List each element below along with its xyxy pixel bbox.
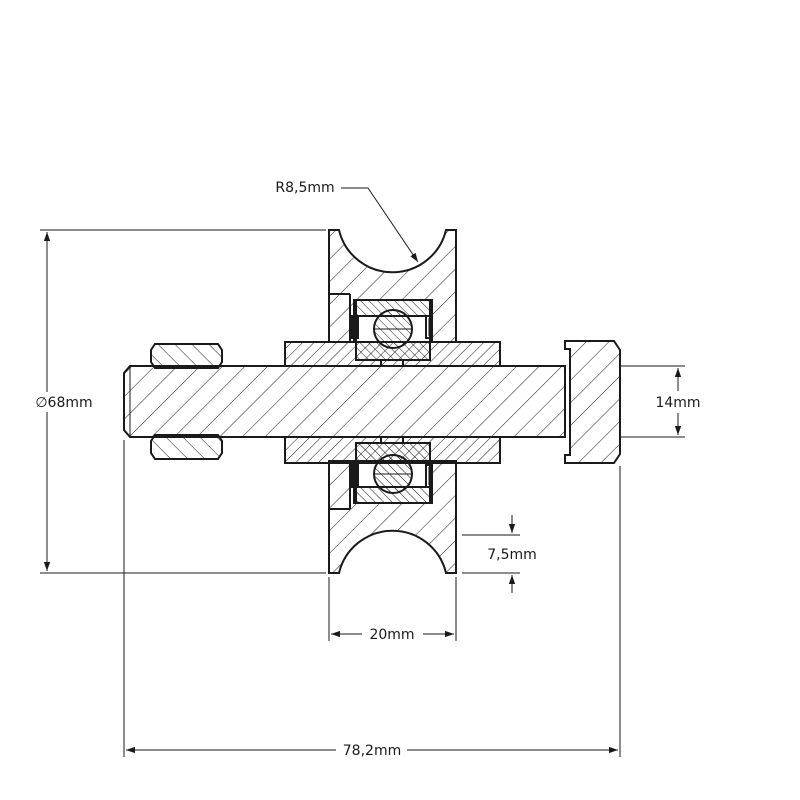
groove-label: 7,5mm: [487, 547, 537, 563]
radius-label: R8,5mm: [275, 180, 334, 196]
groove-dimension: 7,5mm: [462, 515, 537, 593]
diameter-label: ∅68mm: [35, 395, 92, 411]
length-label: 78,2mm: [343, 743, 401, 759]
shaft-dimension: 14mm: [620, 365, 701, 438]
width-label: 20mm: [369, 627, 414, 643]
nut-top: [150, 343, 223, 369]
shaft-label: 14mm: [655, 395, 700, 411]
nut-bottom: [150, 434, 223, 460]
diameter-dimension: ∅68mm: [35, 229, 326, 574]
length-dimension: 78,2mm: [123, 440, 621, 759]
width-dimension: 20mm: [328, 577, 457, 643]
shaft: [123, 340, 621, 464]
radius-dimension: R8,5mm: [275, 180, 419, 263]
